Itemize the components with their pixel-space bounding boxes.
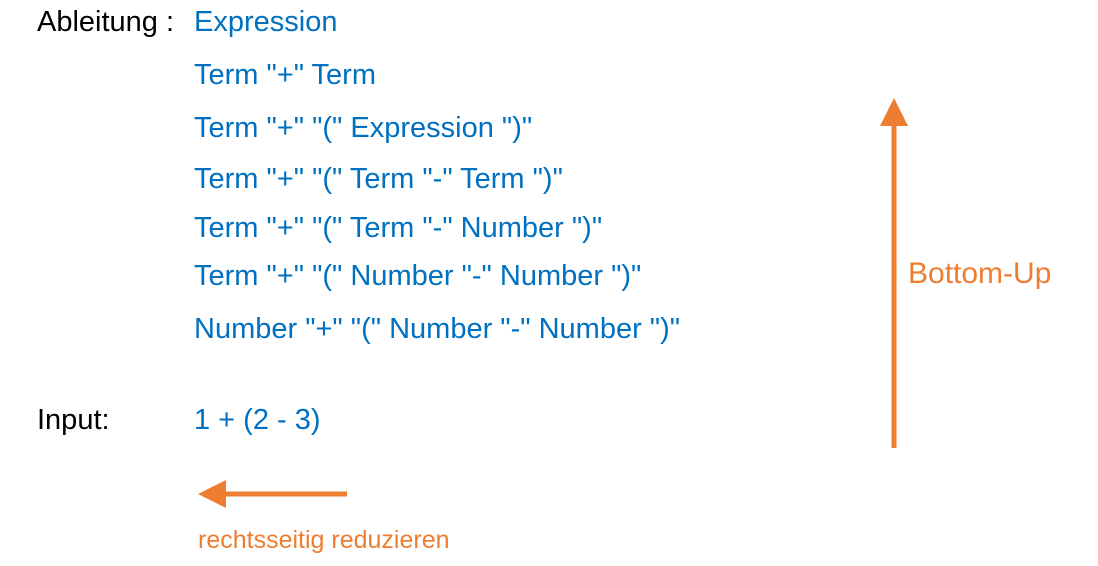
derivation-step: Term "+" "(" Expression ")" [194, 112, 533, 144]
derivation-step: Term "+" "(" Number "-" Number ")" [194, 260, 642, 292]
bottom-up-label: Bottom-Up [908, 257, 1052, 290]
input-expression: 1 + (2 - 3) [194, 404, 321, 436]
derivation-label: Ableitung : [37, 6, 175, 38]
derivation-step: Term "+" Term [194, 59, 377, 91]
right-reduce-label: rechtsseitig reduzieren [198, 526, 450, 554]
derivation-step: Expression [194, 6, 338, 38]
right-to-left-arrow [198, 480, 347, 508]
derivation-step: Number "+" "(" Number "-" Number ")" [194, 313, 681, 345]
derivation-step: Term "+" "(" Term "-" Number ")" [194, 212, 603, 244]
input-label: Input: [37, 404, 110, 436]
bottom-up-arrow [880, 98, 908, 448]
derivation-step: Term "+" "(" Term "-" Term ")" [194, 163, 563, 195]
